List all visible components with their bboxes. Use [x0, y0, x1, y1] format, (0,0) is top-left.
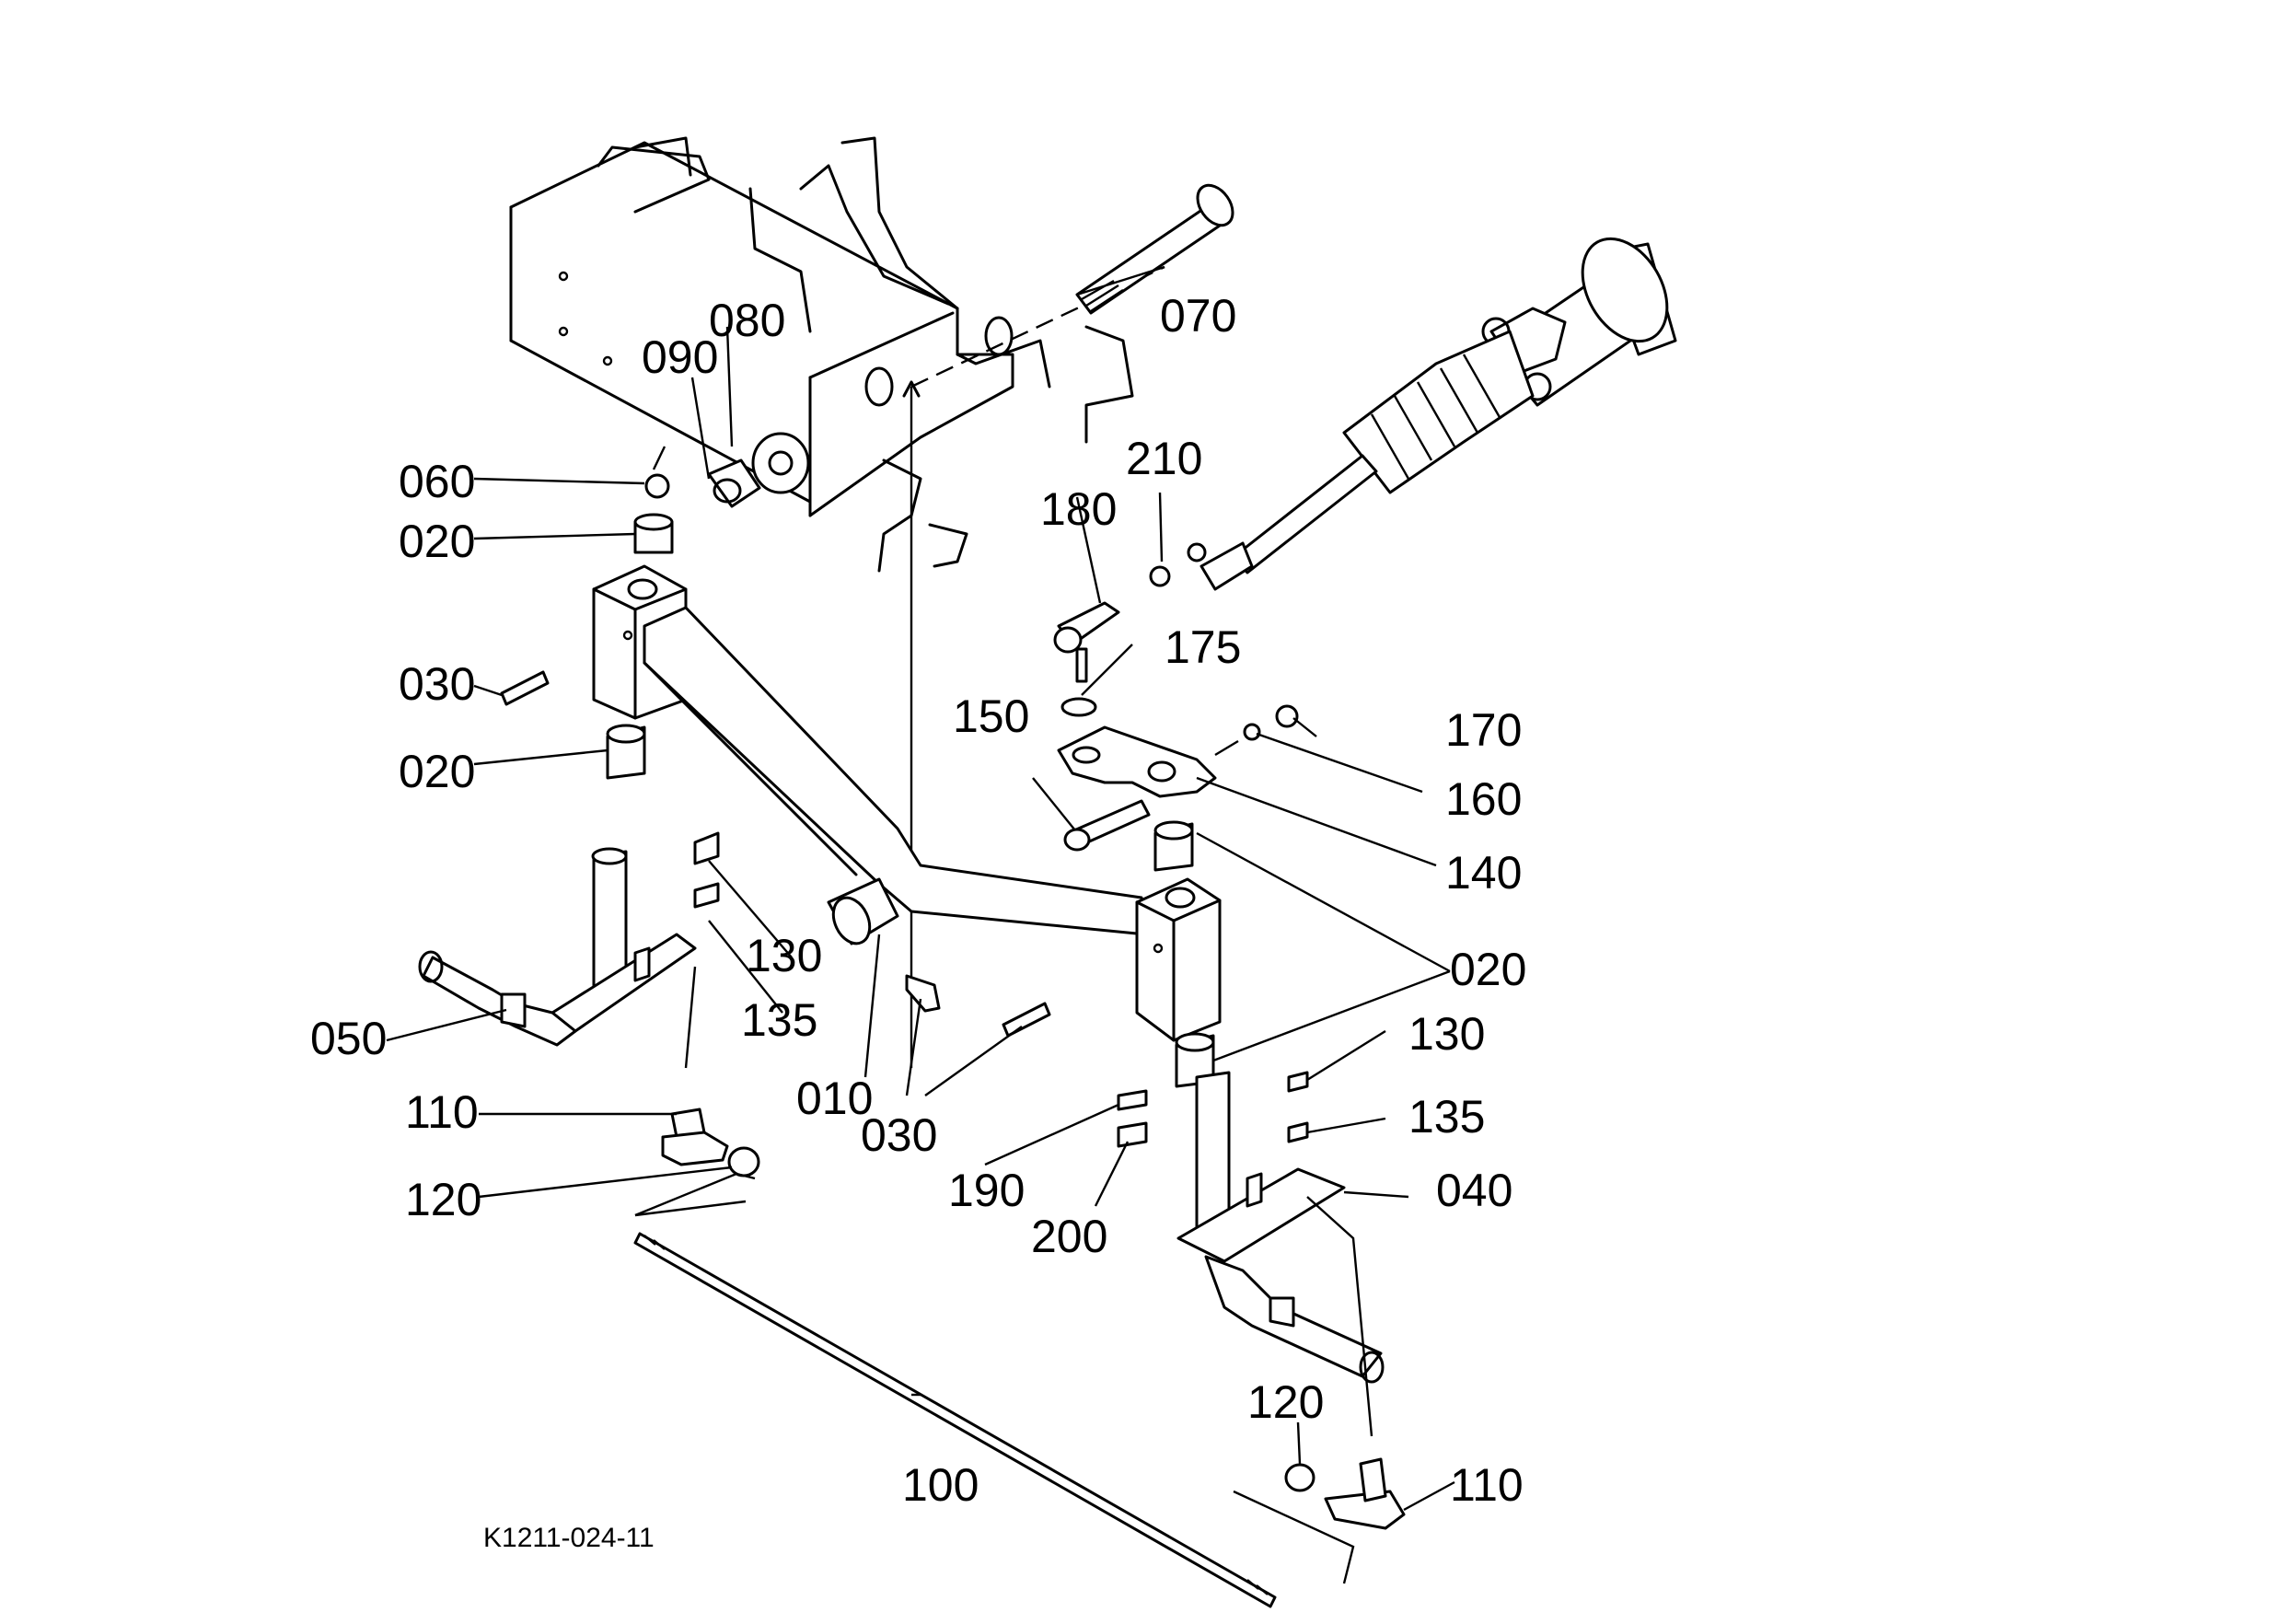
label-135-right: 135 — [1408, 1091, 1485, 1143]
drawing-reference: K1211-024-11 — [483, 1523, 655, 1553]
label-100: 100 — [902, 1459, 979, 1511]
bushings-and-nipples — [500, 670, 1215, 1088]
rod-100 — [633, 1108, 1406, 1608]
lever-140 — [1053, 565, 1299, 852]
pin-070 — [1075, 183, 1234, 315]
label-020-right: 020 — [1450, 944, 1526, 995]
label-200: 200 — [1031, 1211, 1107, 1262]
label-110-right: 110 — [1450, 1459, 1524, 1511]
label-130-right: 130 — [1408, 1008, 1485, 1060]
pedal-040 — [1117, 1071, 1385, 1437]
label-060: 060 — [399, 456, 475, 507]
label-150: 150 — [953, 690, 1029, 742]
upper-hardware — [633, 432, 810, 554]
label-120-right: 120 — [1247, 1376, 1324, 1428]
label-175: 175 — [1165, 621, 1241, 673]
part-labels: 060 020 030 020 050 110 120 090 080 070 … — [310, 290, 1526, 1553]
label-170: 170 — [1445, 704, 1522, 756]
label-160: 160 — [1445, 773, 1522, 825]
pedal-050 — [418, 831, 720, 1069]
label-190: 190 — [948, 1165, 1025, 1216]
label-135-left: 135 — [741, 994, 817, 1046]
label-130-left: 130 — [746, 930, 822, 981]
label-180: 180 — [1040, 483, 1117, 535]
label-210: 210 — [1126, 433, 1202, 484]
label-120-left: 120 — [405, 1174, 481, 1225]
label-020-upper: 020 — [399, 516, 475, 567]
label-090: 090 — [642, 331, 718, 383]
label-040: 040 — [1436, 1165, 1512, 1216]
label-050: 050 — [310, 1013, 387, 1064]
label-140: 140 — [1445, 847, 1522, 899]
label-010: 010 — [796, 1073, 873, 1124]
label-110-left: 110 — [405, 1086, 479, 1138]
label-070: 070 — [1160, 290, 1236, 342]
label-030-center: 030 — [861, 1109, 937, 1161]
leader-lines — [386, 265, 1455, 1512]
frame-bracket — [509, 136, 1165, 1068]
label-020-mid: 020 — [399, 746, 475, 797]
label-030-left: 030 — [399, 658, 475, 710]
label-080: 080 — [709, 295, 785, 346]
clutch-cylinder — [1187, 237, 1677, 591]
cross-shaft-010 — [592, 564, 1222, 1042]
